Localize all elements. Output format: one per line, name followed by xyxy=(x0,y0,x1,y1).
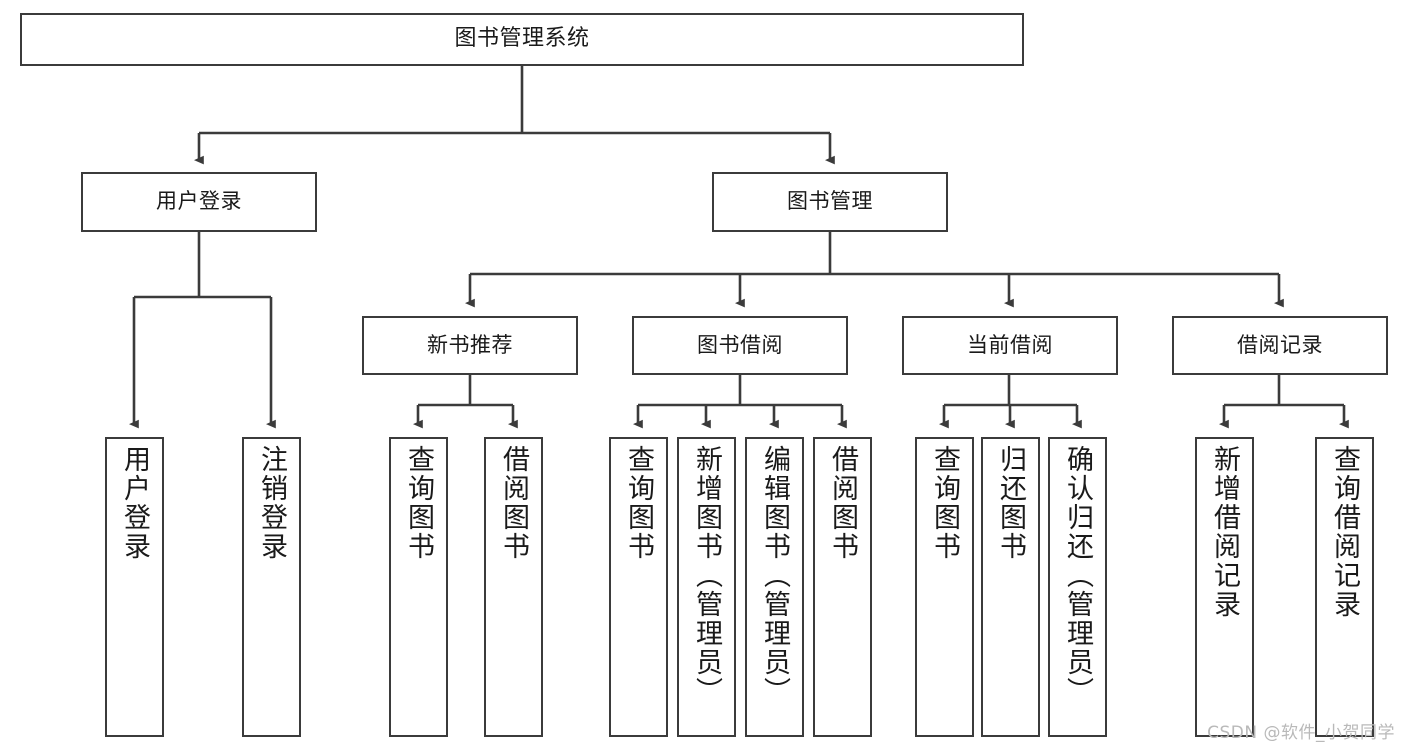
node-label: 借阅图书 xyxy=(498,445,529,561)
leaf-book-borrow-edit-book-admin[interactable]: 编辑图书（管理员） xyxy=(745,437,804,737)
node-label: 查询图书 xyxy=(929,445,960,561)
leaf-current-borrow-return-book[interactable]: 归还图书 xyxy=(981,437,1040,737)
node-book-management[interactable]: 图书管理 xyxy=(712,172,948,232)
node-root-book-management-system[interactable]: 图书管理系统 xyxy=(20,13,1024,66)
leaf-current-borrow-confirm-return-admin[interactable]: 确认归还（管理员） xyxy=(1048,437,1107,737)
leaf-current-borrow-query-book[interactable]: 查询图书 xyxy=(915,437,974,737)
node-label: 借阅图书 xyxy=(827,445,858,561)
leaf-borrow-record-query-record[interactable]: 查询借阅记录 xyxy=(1315,437,1374,737)
node-label: 当前借阅 xyxy=(967,332,1053,357)
node-label: 新增借阅记录 xyxy=(1209,445,1240,619)
watermark-text: CSDN @软件_小贺同学 xyxy=(1207,723,1395,743)
node-label: 编辑图书（管理员） xyxy=(759,445,790,706)
leaf-book-borrow-borrow-book[interactable]: 借阅图书 xyxy=(813,437,872,737)
node-label: 确认归还（管理员） xyxy=(1062,445,1093,706)
node-current-borrow[interactable]: 当前借阅 xyxy=(902,316,1118,375)
node-label: 用户登录 xyxy=(156,189,242,214)
leaf-book-borrow-add-book-admin[interactable]: 新增图书（管理员） xyxy=(677,437,736,737)
leaf-user-login-logout[interactable]: 注销登录 xyxy=(242,437,301,737)
node-label: 图书管理 xyxy=(787,189,873,214)
node-label: 新增图书（管理员） xyxy=(691,445,722,706)
leaf-borrow-record-add-record[interactable]: 新增借阅记录 xyxy=(1195,437,1254,737)
node-user-login[interactable]: 用户登录 xyxy=(81,172,317,232)
node-label: 查询图书 xyxy=(403,445,434,561)
leaf-new-book-borrow-book[interactable]: 借阅图书 xyxy=(484,437,543,737)
node-label: 图书借阅 xyxy=(697,332,783,357)
node-label: 归还图书 xyxy=(995,445,1026,561)
node-label: 用户登录 xyxy=(119,445,150,561)
node-label: 借阅记录 xyxy=(1237,332,1323,357)
node-borrow-record[interactable]: 借阅记录 xyxy=(1172,316,1388,375)
leaf-book-borrow-query-book[interactable]: 查询图书 xyxy=(609,437,668,737)
leaf-new-book-query-book[interactable]: 查询图书 xyxy=(389,437,448,737)
node-label: 查询图书 xyxy=(623,445,654,561)
node-label: 查询借阅记录 xyxy=(1329,445,1360,619)
leaf-user-login-login[interactable]: 用户登录 xyxy=(105,437,164,737)
node-new-book-recommend[interactable]: 新书推荐 xyxy=(362,316,578,375)
node-label: 图书管理系统 xyxy=(454,26,590,52)
node-label: 注销登录 xyxy=(256,445,287,561)
node-book-borrow[interactable]: 图书借阅 xyxy=(632,316,848,375)
node-label: 新书推荐 xyxy=(427,332,513,357)
